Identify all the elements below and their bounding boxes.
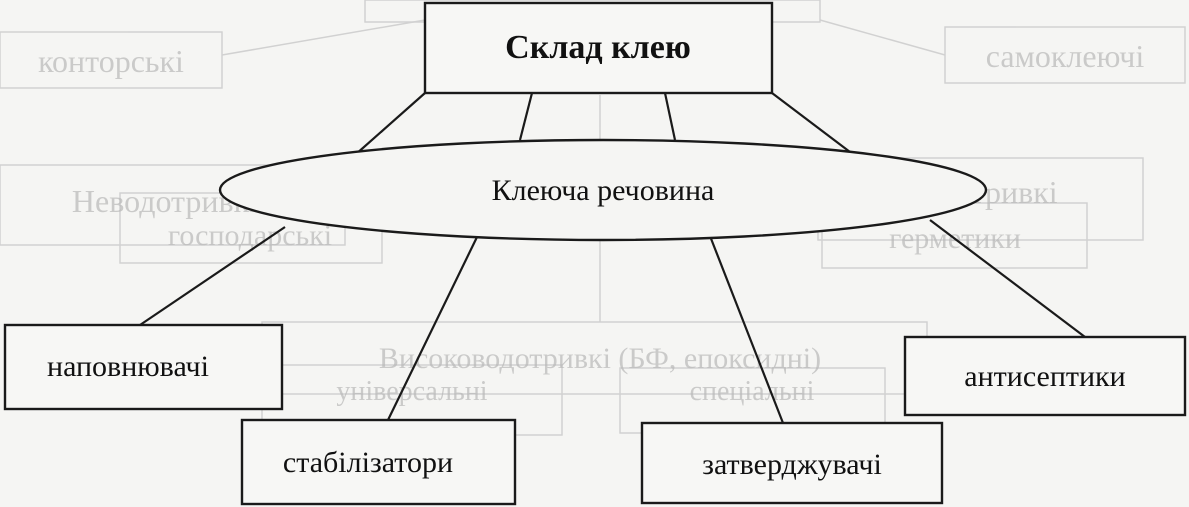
fillers-box <box>3 323 284 411</box>
ghost-text-household: господарські <box>168 219 332 252</box>
ghost-text-selfadhesive: самоклеючі <box>986 38 1145 74</box>
ghost-text-office: конторські <box>38 43 184 79</box>
ellipse-to-antiseptics-line <box>929 219 1086 338</box>
root-label: Склад клею <box>505 29 691 66</box>
root-node: Склад клею <box>423 1 774 95</box>
center-label: Клеюча речовина <box>492 174 715 207</box>
stabilizers-label: стабілізатори <box>283 446 453 479</box>
ellipse-to-stabilizers-line <box>387 234 479 421</box>
component-fillers: наповнювачі <box>3 323 284 411</box>
center-ellipse <box>218 138 988 242</box>
fillers-label: наповнювачі <box>47 350 209 383</box>
root-to-ellipse-midright-line <box>663 92 677 141</box>
antiseptics-box <box>903 335 1187 417</box>
root-box <box>423 1 774 95</box>
component-hardeners: затверджувачі <box>640 421 944 505</box>
ghost-line-1 <box>221 19 426 56</box>
ghost-text-highwater: Висоководотривкі (БФ, епоксидні) <box>379 342 821 375</box>
ghost-line-2 <box>819 19 946 56</box>
root-to-ellipse-midleft-line <box>518 92 534 141</box>
component-stabilizers: стабілізатори <box>240 418 517 506</box>
hardeners-label: затверджувачі <box>702 448 882 481</box>
root-to-ellipse-right-line <box>771 92 851 153</box>
antiseptics-label: антисептики <box>964 360 1125 393</box>
connector-lines <box>139 92 1086 424</box>
hardeners-box <box>640 421 944 505</box>
stabilizers-box <box>240 418 517 506</box>
center-node: Клеюча речовина <box>218 138 988 242</box>
ellipse-to-hardeners-line <box>708 235 785 424</box>
ghost-box-office <box>0 31 223 89</box>
root-to-ellipse-left-line <box>354 92 426 156</box>
ellipse-to-fillers-line <box>139 226 286 326</box>
component-antiseptics: антисептики <box>903 335 1187 417</box>
ghost-text-special: спеціальні <box>690 376 815 407</box>
ghost-text-universal: універсальні <box>336 376 487 407</box>
